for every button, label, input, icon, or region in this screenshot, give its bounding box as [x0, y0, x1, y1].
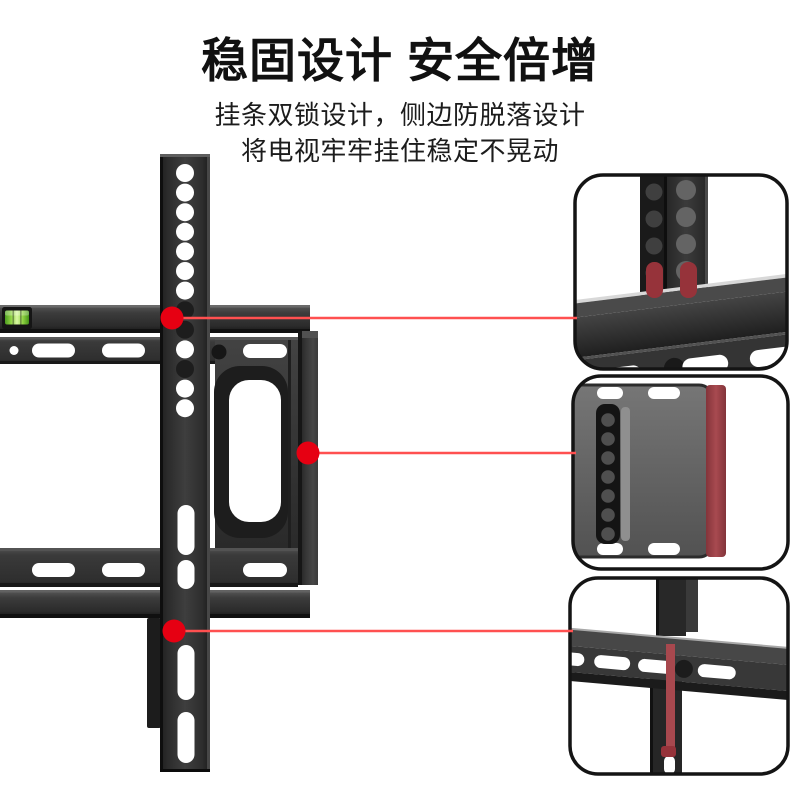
- callout-dot-3: [162, 619, 186, 643]
- red-lock-stripe: [706, 385, 726, 557]
- wall-plate-bottom: [0, 548, 298, 587]
- detail-panel-3: [568, 576, 790, 776]
- callouts: [160, 306, 577, 643]
- strip-holes: [176, 164, 194, 418]
- callout-dot-2: [296, 441, 320, 465]
- tv-bracket-frame: [211, 337, 298, 548]
- subtitle-line-2: 将电视牢牢挂住稳定不晃动: [240, 136, 559, 166]
- detail-panel-2: [571, 374, 790, 571]
- page-title: 稳固设计 安全倍增: [200, 34, 600, 87]
- top-rail: [0, 305, 310, 333]
- hanging-strip: [160, 154, 210, 772]
- bubble-level-icon: [2, 307, 32, 329]
- red-lock-bar: [666, 644, 675, 748]
- subtitle-line-1: 挂条双锁设计，侧边防脱落设计: [214, 100, 586, 130]
- callout-dot-1: [160, 306, 184, 330]
- red-hook-left: [646, 262, 663, 298]
- strip-slots: [177, 505, 195, 763]
- detail3-rail: [570, 626, 788, 702]
- rear-hook-edge: [147, 618, 161, 728]
- bottom-rail: [0, 590, 310, 618]
- red-lock-foot: [661, 746, 676, 757]
- red-hook-right: [680, 262, 697, 298]
- detail-panel-1: [573, 173, 789, 371]
- detail1-rail: [575, 268, 787, 369]
